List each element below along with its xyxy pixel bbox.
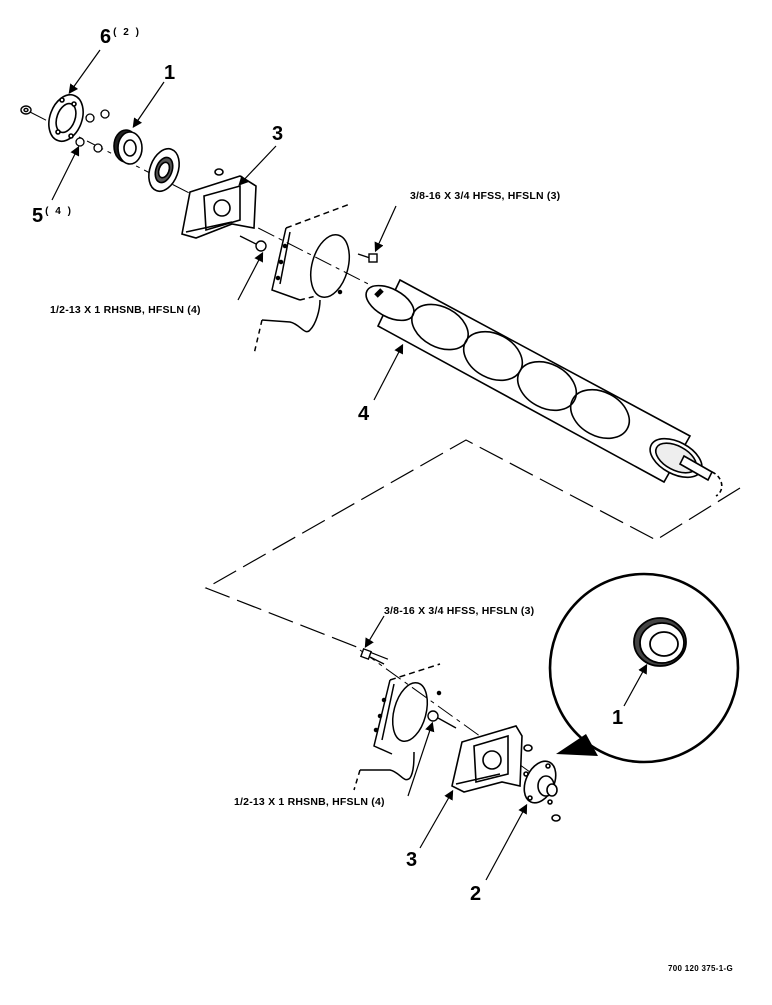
bearing-detail-inset xyxy=(548,572,740,764)
callout-1-top: 1 xyxy=(164,62,176,84)
callout-3-top: 3 xyxy=(272,123,284,145)
top-left-nut xyxy=(20,105,32,115)
roll xyxy=(365,278,723,497)
inset-pointer xyxy=(556,734,598,756)
frame-sheet-bottom xyxy=(353,663,442,791)
callout-6: 6( 2 ) xyxy=(100,27,141,47)
callout-5-number: 5 xyxy=(32,205,44,227)
leader-1-top xyxy=(132,81,165,128)
callout-3-bottom: 3 xyxy=(406,849,418,871)
callout-1-inset: 1 xyxy=(612,707,624,729)
bearing-inset-part xyxy=(633,617,687,667)
flangette-plate-outer xyxy=(48,93,84,143)
bearing-bracket-bottom xyxy=(451,725,533,793)
callout-2: 2 xyxy=(470,883,482,905)
assembly-guide-line xyxy=(204,439,741,661)
bearing-top xyxy=(113,129,143,165)
flangette-bearing-bottom xyxy=(523,760,561,822)
frame-sheet-top xyxy=(253,203,351,355)
carriage-bolt-top xyxy=(239,235,267,252)
capscrew-bottom xyxy=(359,647,385,665)
note-bottom-capscrew: 3/8-16 X 3/4 HFSS, HFSLN (3) xyxy=(384,605,535,617)
callout-6-quantity: ( 2 ) xyxy=(113,27,141,39)
leader-4 xyxy=(373,343,404,401)
callout-5: 5( 4 ) xyxy=(32,206,73,226)
note-bottom-bolt: 1/2-13 X 1 RHSNB, HFSLN (4) xyxy=(234,796,385,808)
document-number: 700 120 375-1-G xyxy=(668,964,733,973)
note-top-capscrew: 3/8-16 X 3/4 HFSS, HFSLN (3) xyxy=(410,190,561,202)
note-top-bolt: 1/2-13 X 1 RHSNB, HFSLN (4) xyxy=(50,304,201,316)
bottom-center-line xyxy=(359,649,556,791)
capscrew-top xyxy=(357,253,378,263)
leader-bottom-bolt xyxy=(407,721,435,797)
callout-6-number: 6 xyxy=(100,26,112,48)
bearing-bracket-top xyxy=(181,168,257,239)
callout-5-quantity: ( 4 ) xyxy=(45,206,73,218)
leader-bottom-capscrew xyxy=(364,615,385,649)
leader-3-bottom xyxy=(419,789,454,849)
callout-4: 4 xyxy=(358,403,370,425)
leader-top-bolt xyxy=(237,251,264,301)
leader-5 xyxy=(51,145,80,201)
leader-3-top xyxy=(238,145,277,186)
lock-nuts xyxy=(75,109,110,153)
flangette-plate-inner xyxy=(148,147,180,193)
leader-2 xyxy=(485,803,528,881)
carriage-bolt-bottom xyxy=(427,710,457,729)
leader-6 xyxy=(68,49,101,94)
leader-1-inset xyxy=(623,663,648,707)
leader-top-capscrew xyxy=(374,205,397,253)
